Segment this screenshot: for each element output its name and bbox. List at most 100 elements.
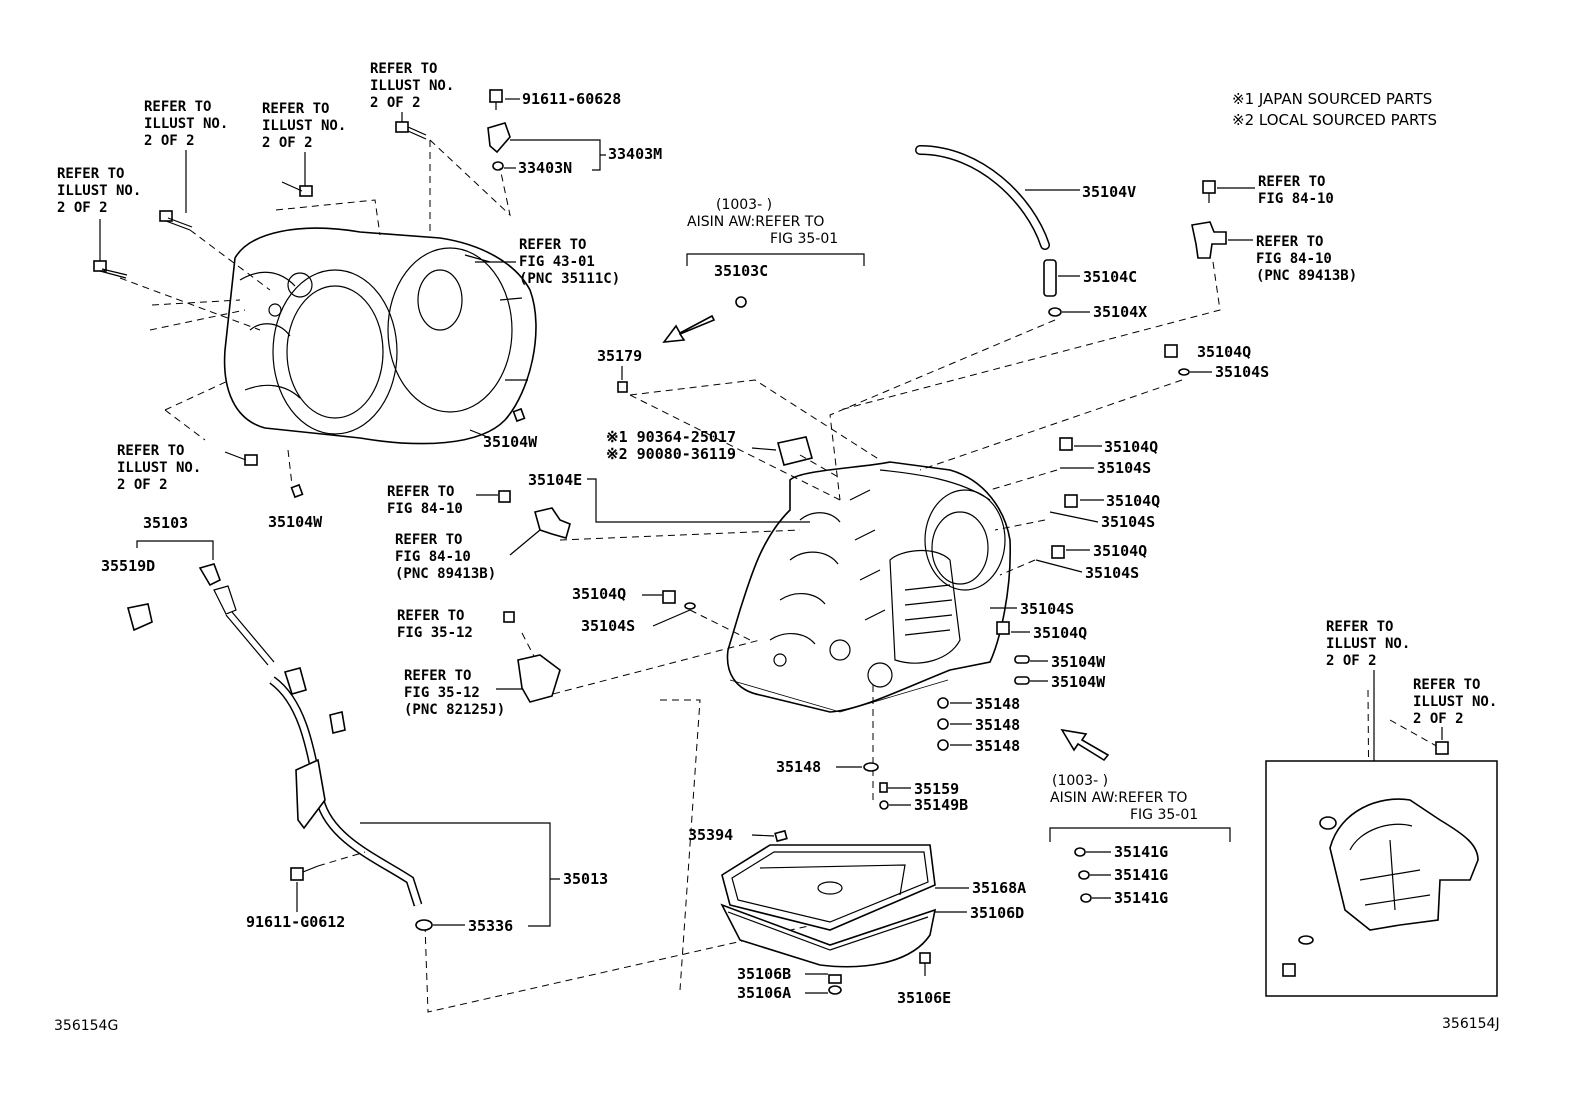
legend-local-sourced: ※2 LOCAL SOURCED PARTS (1232, 111, 1437, 129)
part-number: 35148 (776, 758, 821, 776)
part-number: 35106A (737, 984, 791, 1002)
part-number: 35104S (581, 617, 635, 635)
part-number: 35394 (688, 826, 733, 844)
plug-icon (879, 782, 888, 793)
plug-icon (512, 407, 526, 423)
plug-icon (290, 483, 304, 499)
part-number: 35106D (970, 904, 1024, 922)
bolt-icon (1064, 494, 1078, 508)
part-number: 35168A (972, 879, 1026, 897)
arrow-icon (1060, 728, 1110, 762)
o-ring-icon (1078, 870, 1090, 880)
bolt-icon (498, 490, 511, 503)
part-number: 35179 (597, 347, 642, 365)
oil-pan (720, 844, 937, 968)
part-number: 35104Q (1104, 438, 1158, 456)
part-number: 35104Q (1106, 492, 1160, 510)
part-number: 35013 (563, 870, 608, 888)
part-number: 33403M (608, 145, 662, 163)
part-number: 35104C (1083, 268, 1137, 286)
part-number: 35104V (1082, 183, 1136, 201)
plug-icon (1014, 676, 1030, 685)
bolt-icon (159, 210, 193, 231)
bolt-icon (662, 590, 676, 604)
part-number: 35104S (1020, 600, 1074, 618)
part-number: 35104S (1101, 513, 1155, 531)
breather-hose (916, 146, 1049, 249)
plug-icon (937, 697, 949, 709)
plug-icon (1014, 655, 1030, 664)
part-number: 35104W (1051, 673, 1106, 691)
transaxle-housing (223, 227, 537, 445)
legend-japan-sourced: ※1 JAPAN SOURCED PARTS (1232, 90, 1432, 108)
part-number: 35104E (528, 471, 582, 489)
bolt-icon (489, 89, 503, 110)
o-ring-icon (1048, 307, 1062, 317)
bolt-icon (1435, 741, 1449, 755)
part-number: 35104S (1085, 564, 1139, 582)
part-number: 35141G (1114, 843, 1168, 861)
part-number: 91611-G0612 (246, 913, 345, 931)
bolt-icon (996, 621, 1010, 635)
bolt-icon (1051, 545, 1065, 559)
part-number: 35159 (914, 780, 959, 798)
speed-sensor-icon (1191, 221, 1227, 259)
o-ring-icon (1080, 893, 1092, 903)
bracket-icon (487, 122, 511, 154)
bolt-icon (290, 865, 319, 881)
part-number: 35104S (1215, 363, 1269, 381)
sleeve-icon (777, 436, 813, 466)
part-number: 35336 (468, 917, 513, 935)
bolt-icon (224, 451, 258, 466)
part-number: 35104Q (1093, 542, 1147, 560)
part-number: ※2 90080-36119 (606, 445, 736, 463)
mount-bracket-icon (1329, 798, 1479, 931)
part-number: 35141G (1114, 866, 1168, 884)
bolt-icon (1059, 437, 1073, 451)
illustration-code: 356154J (1442, 1016, 1500, 1032)
drain-plug-icon (828, 974, 842, 995)
o-ring-icon (879, 800, 889, 810)
bolt-icon (281, 181, 313, 197)
part-number: 35106B (737, 965, 791, 983)
part-number: 35104W (268, 513, 323, 531)
part-number: 91611-60628 (522, 90, 621, 108)
part-number: 35104W (1051, 653, 1106, 671)
bolt-icon (1282, 963, 1296, 977)
part-number: 35104Q (1033, 624, 1087, 642)
plug-icon (937, 718, 949, 730)
part-number: 35141G (1114, 889, 1168, 907)
part-number: 35103C (714, 262, 768, 280)
part-number: 35103 (143, 514, 188, 532)
arrow-icon (662, 314, 716, 343)
dipstick (198, 563, 275, 666)
part-number: 35104Q (572, 585, 626, 603)
gasket-icon (1178, 368, 1190, 376)
part-number: 35104S (1097, 459, 1151, 477)
bolt-icon (1202, 180, 1216, 203)
gasket-icon (684, 602, 696, 610)
breather-hose (915, 145, 1050, 250)
o-ring-icon (415, 919, 433, 931)
magnet-icon (774, 829, 788, 843)
housing-bolts (93, 89, 526, 499)
part-number: 35149B (914, 796, 968, 814)
bolt-icon (1164, 344, 1178, 358)
legend: ※1 JAPAN SOURCED PARTS ※2 LOCAL SOURCED … (1232, 90, 1437, 129)
part-number: 35148 (975, 737, 1020, 755)
